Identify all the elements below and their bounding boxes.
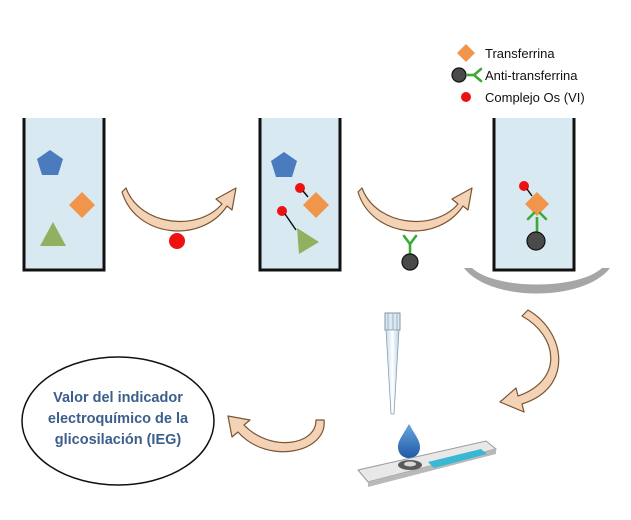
os-complex-dot-icon <box>277 206 287 216</box>
curved-arrow-1-icon <box>121 187 237 232</box>
result-line-3: glicosilación (IEG) <box>55 432 182 448</box>
magnetic-bead-icon <box>526 231 546 251</box>
legend-transferrin-label: Transferrina <box>485 46 555 61</box>
captured-transferrin-diamond-icon <box>525 192 549 216</box>
labeled-triangle-protein-icon <box>297 228 319 254</box>
curved-arrow-3-icon <box>499 309 560 413</box>
result-line-1: Valor del indicador <box>53 390 183 406</box>
anti-transferrin-reagent-icon <box>401 234 419 271</box>
legend-transferrin-diamond-icon <box>457 44 475 62</box>
labeled-transferrin-diamond-icon <box>303 192 329 218</box>
result-line-2: electroquímico de la <box>48 411 189 427</box>
tube-1 <box>22 118 106 272</box>
pentagon-protein-icon <box>37 150 63 175</box>
curved-arrow-4-icon <box>227 415 325 453</box>
legend-os-complex-dot-icon <box>461 92 471 102</box>
transferrin-diamond-icon <box>69 192 95 218</box>
os-complex-dot-icon <box>295 183 305 193</box>
pipette-tip-icon <box>384 312 401 415</box>
legend-os-complex-label: Complejo Os (VI) <box>485 90 585 105</box>
os-complex-reagent-dot-icon <box>169 233 185 249</box>
test-strip-icon <box>357 440 498 487</box>
pentagon-protein-icon <box>271 152 297 177</box>
legend-anti-transferrin-icon <box>451 67 483 83</box>
tube-2 <box>258 118 342 272</box>
tube-3 <box>492 118 576 272</box>
result-ellipse <box>21 356 215 486</box>
result-indicator: Valor del indicador electroquímico de la… <box>21 356 215 486</box>
magnet-icon <box>464 268 610 294</box>
os-complex-dot-icon <box>519 181 529 191</box>
legend: Transferrina Anti-transferrina Complejo … <box>451 44 585 105</box>
legend-anti-transferrin-label: Anti-transferrina <box>485 68 578 83</box>
curved-arrow-2-icon <box>357 187 473 232</box>
sample-drop-icon <box>398 424 420 458</box>
triangle-protein-icon <box>40 222 66 246</box>
